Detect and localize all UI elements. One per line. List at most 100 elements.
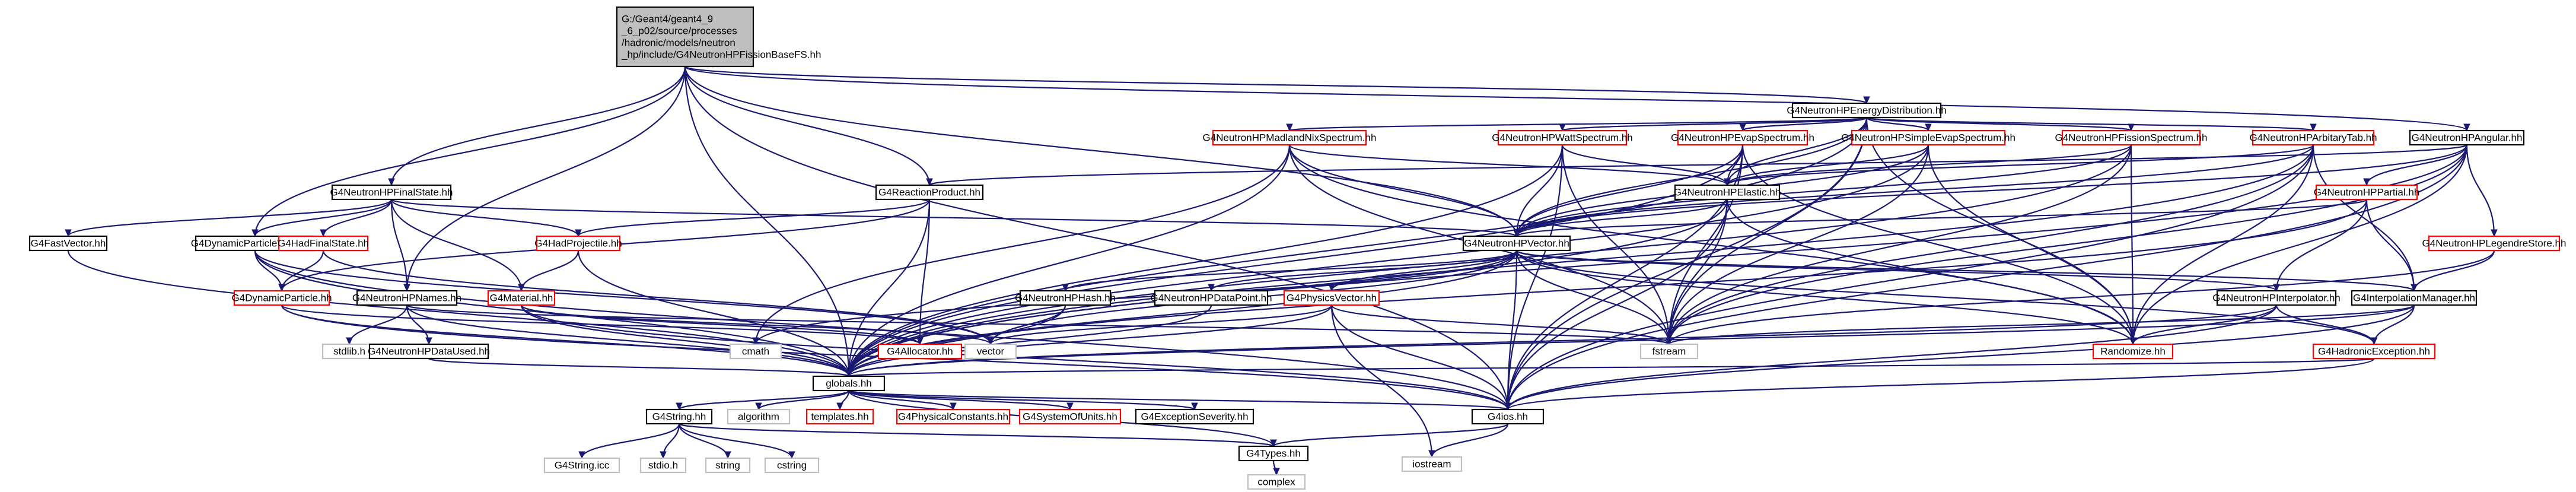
edge-g4neutronhppartial-to-globals: [848, 199, 2368, 377]
edge-g4neutronhppartial-to-g4interpolationmanager: [2365, 199, 2415, 291]
arrowhead-g4string-to-g4string-icc: [578, 451, 585, 459]
node-g4reactionproduct[interactable]: G4ReactionProduct.hh: [875, 184, 984, 201]
node-box-g4neutronhpmadlandnixspectrum: [1212, 129, 1367, 146]
edge-g4neutronhparbitarytab-to-randomize: [2132, 144, 2314, 345]
node-g4allocator[interactable]: G4Allocator.hh: [877, 343, 963, 360]
node-g4hadprojectile[interactable]: G4HadProjectile.hh: [534, 235, 622, 252]
node-g4types[interactable]: G4Types.hh: [1238, 445, 1309, 462]
node-g4exceptionseverity[interactable]: G4ExceptionSeverity.hh: [1135, 408, 1254, 425]
node-box-g4string: [645, 408, 713, 425]
node-g4neutronhparbitarytab[interactable]: G4NeutronHPArbitaryTab.hh: [2249, 129, 2377, 146]
arrowhead-g4neutronhpangular-to-g4neutronhplegendrestore: [2491, 229, 2498, 237]
node-g4neutronhpsimpleevapspectrum[interactable]: G4NeutronHPSimpleEvapSpectrum.hh: [1841, 129, 2015, 146]
arrowhead-g4interpolationmanager-to-g4hadronicexception: [2370, 337, 2378, 345]
node-g4hadronicexception[interactable]: G4HadronicException.hh: [2312, 343, 2436, 360]
edge-g4neutronhpmadlandnixspectrum-to-g4neutronhpvector: [1288, 144, 1518, 237]
node-g4fastvector[interactable]: G4FastVector.hh: [28, 235, 108, 252]
edge-g4neutronhpevapspectrum-to-g4ios: [1507, 144, 1744, 410]
node-string: string: [705, 457, 751, 474]
arrowhead-globals-to-g4ios: [1504, 402, 1511, 411]
node-g4neutronhpnames[interactable]: G4NeutronHPNames.hh: [352, 290, 461, 306]
node-label-g4neutronhpfissionspectrum: G4NeutronHPFissionSpectrum.hh: [2055, 132, 2207, 143]
node-g4material[interactable]: G4Material.hh: [487, 290, 556, 306]
arrowhead-g4neutronhpenergydistribution-to-g4neutronhpsimpleevapspectrum: [1925, 123, 1932, 132]
arrowhead-g4string-to-g4types: [1270, 439, 1277, 447]
node-box-g4systemofunits: [1018, 408, 1122, 425]
arrowhead-g4hadronicexception-to-globals: [845, 369, 852, 377]
node-g4neutronhpdatapoint[interactable]: G4NeutronHPDataPoint.hh: [1150, 290, 1272, 306]
node-label-g4neutronhpsimpleevapspectrum: G4NeutronHPSimpleEvapSpectrum.hh: [1841, 132, 2015, 143]
edge-g4neutronhpmadlandnixspectrum-to-g4neutronhpelastic: [1288, 144, 1728, 186]
node-label-randomize: Randomize.hh: [2100, 345, 2166, 357]
edge-root-to-g4reactionproduct: [684, 66, 931, 186]
node-g4neutronhpangular[interactable]: G4NeutronHPAngular.hh: [2409, 129, 2525, 146]
edge-g4neutronhparbitarytab-to-globals: [848, 144, 2314, 377]
edge-g4neutronhpangular-to-globals: [848, 144, 2468, 377]
edge-g4neutronhpvector-to-fstream: [1515, 250, 1670, 345]
edge-g4neutronhpwattspectrum-to-g4ios: [1507, 144, 1564, 410]
node-g4physicalconstants[interactable]: G4PhysicalConstants.hh: [896, 408, 1011, 425]
edge-root-to-g4neutronhpnames: [406, 66, 686, 291]
node-g4neutronhpelastic[interactable]: G4NeutronHPElastic.hh: [1674, 184, 1781, 201]
arrowhead-g4neutronhppartial-to-g4neutronhpvector: [1513, 229, 1520, 237]
node-g4neutronhppartial[interactable]: G4NeutronHPPartial.hh: [2314, 184, 2420, 201]
arrowhead-g4string-to-cstring: [788, 451, 795, 459]
edge-g4interpolationmanager-to-globals: [848, 304, 2415, 377]
node-box-g4ios: [1471, 408, 1545, 425]
edge-g4neutronhpmadlandnixspectrum-to-cmath: [754, 144, 1291, 345]
node-g4neutronhpenergydistribution[interactable]: G4NeutronHPEnergyDistribution.hh: [1787, 102, 1947, 119]
edge-g4dynamicparticlevector-to-vector: [254, 250, 992, 345]
edge-g4neutronhpsimpleevapspectrum-to-g4neutronhpelastic: [1726, 144, 1929, 186]
node-g4ios[interactable]: G4ios.hh: [1471, 408, 1545, 425]
edge-g4neutronhpsimpleevapspectrum-to-globals: [848, 144, 1929, 377]
node-box-root: [616, 6, 754, 68]
node-g4neutronhpdataused[interactable]: G4NeutronHPDataUsed.hh: [368, 343, 490, 360]
node-g4neutronhpfissionspectrum[interactable]: G4NeutronHPFissionSpectrum.hh: [2055, 129, 2208, 146]
edge-g4neutronhpangular-to-g4ios: [1507, 144, 2468, 410]
node-g4neutronhpwattspectrum[interactable]: G4NeutronHPWattSpectrum.hh: [1492, 129, 1633, 146]
node-g4dynamicparticle[interactable]: G4DynamicParticle.hh: [231, 290, 332, 306]
arrowhead-g4neutronhpenergydistribution-to-g4neutronhparbitarytab: [2310, 123, 2317, 132]
node-label-g4neutronhppartial: G4NeutronHPPartial.hh: [2314, 186, 2420, 198]
node-randomize[interactable]: Randomize.hh: [2092, 343, 2174, 360]
node-g4neutronhpmadlandnixspectrum[interactable]: G4NeutronHPMadlandNixSpectrum.hh: [1203, 129, 1377, 146]
node-g4interpolationmanager[interactable]: G4InterpolationManager.hh: [2351, 290, 2478, 306]
node-box-algorithm: [727, 408, 791, 425]
node-g4neutronhplegendrestore[interactable]: G4NeutronHPLegendreStore.hh: [2422, 235, 2567, 252]
node-globals[interactable]: globals.hh: [812, 375, 886, 392]
node-g4neutronhpinterpolator[interactable]: G4NeutronHPInterpolator.hh: [2212, 290, 2341, 306]
node-g4systemofunits[interactable]: G4SystemOfUnits.hh: [1018, 408, 1122, 425]
node-g4neutronhpevapspectrum[interactable]: G4NeutronHPEvapSpectrum.hh: [1671, 129, 1814, 146]
node-fstream: fstream: [1639, 343, 1699, 360]
node-templates[interactable]: templates.hh: [805, 408, 874, 425]
edge-g4neutronhpfinalstate-to-g4fastvector: [67, 199, 393, 237]
edge-root-to-g4dynamicparticlevector: [254, 66, 686, 237]
edge-g4neutronhppartial-to-g4neutronhpvector: [1515, 198, 2368, 237]
node-g4neutronhphash[interactable]: G4NeutronHPHash.hh: [1015, 290, 1116, 306]
arrowhead-g4hadfinalstate-to-g4dynamicparticle: [278, 284, 285, 292]
node-box-iostream: [1401, 456, 1463, 472]
edge-g4neutronhpvector-to-randomize: [1515, 250, 2134, 345]
edge-g4physicsvector-to-g4ios: [1330, 304, 1509, 410]
node-g4hadfinalstate[interactable]: G4HadFinalState.hh: [278, 235, 369, 252]
node-root[interactable]: G:/Geant4/geant4_9_6_p02/source/processe…: [616, 6, 821, 68]
node-box-templates: [805, 408, 874, 425]
node-g4neutronhpvector[interactable]: G4NeutronHPVector.hh: [1462, 235, 1571, 252]
node-label-g4string-icc: G4String.icc: [555, 459, 610, 471]
node-g4string[interactable]: G4String.hh: [645, 408, 713, 425]
arrowhead-g4neutronhpvector-to-cmath: [752, 337, 759, 345]
arrowhead-g4ios-to-iostream: [1428, 450, 1435, 458]
edge-g4neutronhpangular-to-fstream: [1668, 144, 2468, 345]
arrowhead-g4material-to-g4allocator: [916, 337, 924, 345]
node-label-root-line-3: /hadronic/models/neutron: [622, 37, 735, 48]
edge-globals-to-g4systemofunits: [848, 389, 1071, 411]
node-complex: complex: [1247, 474, 1306, 490]
edge-g4material-to-vector: [520, 304, 992, 345]
edge-g4neutronhpenergydistribution-to-g4neutronhpelastic: [1726, 117, 1868, 186]
edge-g4neutronhpnames-to-globals: [406, 304, 850, 377]
node-g4physicsvector[interactable]: G4PhysicsVector.hh: [1283, 290, 1380, 306]
edge-g4physicsvector-to-vector: [989, 304, 1333, 345]
node-g4neutronhpfinalstate[interactable]: G4NeutronHPFinalState.hh: [330, 184, 453, 201]
edge-g4neutronhpfinalstate-to-g4dynamicparticlevector: [254, 199, 393, 237]
